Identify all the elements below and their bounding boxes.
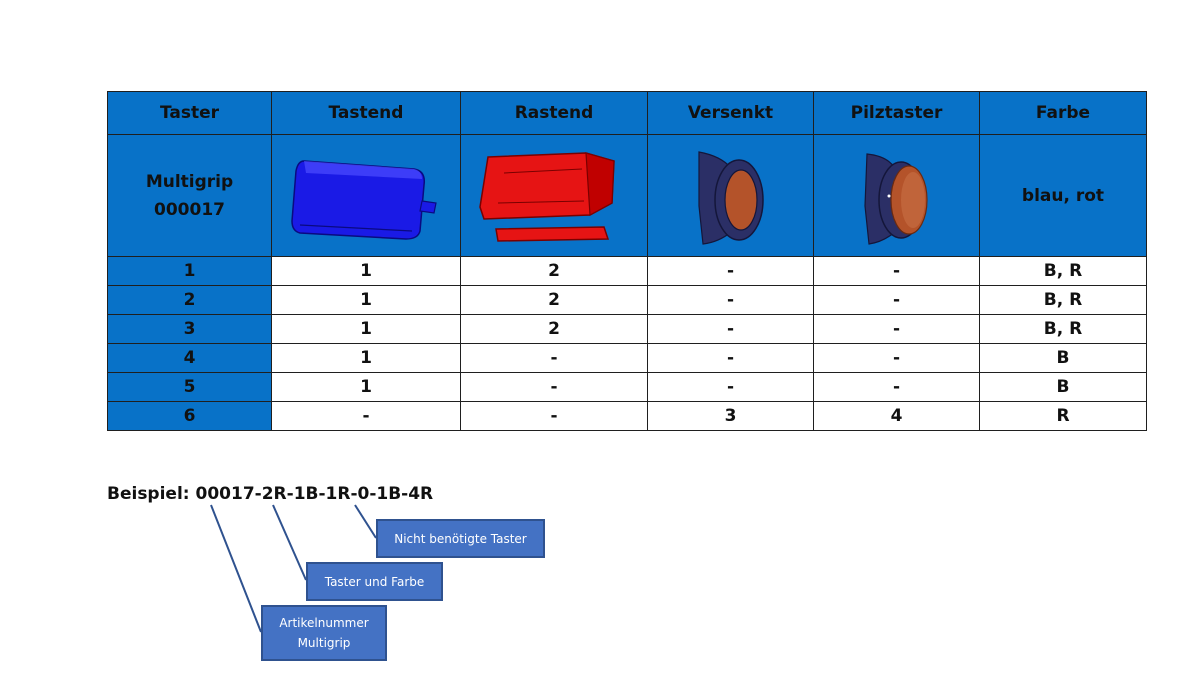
row-3-pilztaster: - bbox=[813, 314, 980, 344]
row-4-rastend: - bbox=[460, 343, 648, 373]
row-6-versenkt: 3 bbox=[647, 401, 814, 431]
row-3-taster: 3 bbox=[107, 314, 272, 344]
callout-not-needed: Nicht benötigte Taster bbox=[376, 519, 545, 558]
pilztaster-image-cell bbox=[813, 134, 980, 257]
header-tastend: Tastend bbox=[271, 91, 461, 135]
header-farbe: Farbe bbox=[979, 91, 1147, 135]
row-3-farbe: B, R bbox=[979, 314, 1147, 344]
header-rastend: Rastend bbox=[460, 91, 648, 135]
header-pilztaster: Pilztaster bbox=[813, 91, 980, 135]
row-2-versenkt: - bbox=[647, 285, 814, 315]
example-article-code: 00017-2R-1B-1R-0-1B-4R bbox=[195, 484, 434, 504]
header-versenkt: Versenkt bbox=[647, 91, 814, 135]
row-5-rastend: - bbox=[460, 372, 648, 402]
row-6-rastend: - bbox=[460, 401, 648, 431]
callout-taster-farbe-text: Taster und Farbe bbox=[324, 574, 425, 589]
row-2-tastend: 1 bbox=[271, 285, 461, 315]
row-4-versenkt: - bbox=[647, 343, 814, 373]
row-4-tastend: 1 bbox=[271, 343, 461, 373]
table-row: 4 1 - - - B bbox=[107, 343, 1147, 373]
row-6-pilztaster: 4 bbox=[813, 401, 980, 431]
mushroom-button-icon bbox=[863, 152, 928, 245]
callout-artikelnummer: Artikelnummer Multigrip bbox=[261, 605, 387, 661]
product-name: Multigrip bbox=[145, 171, 234, 192]
callout-artikel-line2: Multigrip bbox=[297, 636, 351, 650]
row-1-versenkt: - bbox=[647, 256, 814, 286]
tastend-image-cell bbox=[271, 134, 461, 257]
row-5-farbe: B bbox=[979, 372, 1147, 402]
row-4-pilztaster: - bbox=[813, 343, 980, 373]
recessed-button-icon bbox=[697, 150, 764, 245]
table-row: 6 - - 3 4 R bbox=[107, 401, 1147, 431]
row-4-farbe: B bbox=[979, 343, 1147, 373]
row-1-tastend: 1 bbox=[271, 256, 461, 286]
table-row: 1 1 2 - - B, R bbox=[107, 256, 1147, 286]
red-latching-button-icon bbox=[479, 152, 615, 242]
row-3-tastend: 1 bbox=[271, 314, 461, 344]
header-taster: Taster bbox=[107, 91, 272, 135]
table-header-row: Taster Tastend Rastend Versenkt Pilztast… bbox=[107, 91, 1147, 135]
row-1-farbe: B, R bbox=[979, 256, 1147, 286]
row-1-rastend: 2 bbox=[460, 256, 648, 286]
row-5-tastend: 1 bbox=[271, 372, 461, 402]
row-1-pilztaster: - bbox=[813, 256, 980, 286]
blue-push-button-icon bbox=[291, 159, 437, 240]
example-label: Beispiel: bbox=[107, 484, 196, 504]
rastend-image-cell bbox=[460, 134, 648, 257]
row-6-farbe: R bbox=[979, 401, 1147, 431]
row-1-taster: 1 bbox=[107, 256, 272, 286]
connector-taster-farbe bbox=[272, 504, 307, 581]
row-2-taster: 2 bbox=[107, 285, 272, 315]
row-5-taster: 5 bbox=[107, 372, 272, 402]
example-code: Beispiel: 00017-2R-1B-1R-0-1B-4R bbox=[107, 484, 433, 504]
row-3-versenkt: - bbox=[647, 314, 814, 344]
row-3-rastend: 2 bbox=[460, 314, 648, 344]
row-5-versenkt: - bbox=[647, 372, 814, 402]
table-row: 2 1 2 - - B, R bbox=[107, 285, 1147, 315]
connector-not-needed bbox=[354, 504, 377, 539]
callout-taster-farbe: Taster und Farbe bbox=[306, 562, 443, 601]
row-4-taster: 4 bbox=[107, 343, 272, 373]
row-2-pilztaster: - bbox=[813, 285, 980, 315]
farbe-summary-cell: blau, rot bbox=[979, 134, 1147, 257]
product-number: 000017 bbox=[154, 199, 225, 220]
row-6-tastend: - bbox=[271, 401, 461, 431]
button-configuration-table: Taster Tastend Rastend Versenkt Pilztast… bbox=[107, 91, 1147, 431]
connector-artikelnummer bbox=[210, 504, 262, 633]
callout-not-needed-text: Nicht benötigte Taster bbox=[394, 531, 527, 546]
table-image-row: Multigrip 000017 bbox=[107, 134, 1147, 257]
versenkt-image-cell bbox=[647, 134, 814, 257]
row-5-pilztaster: - bbox=[813, 372, 980, 402]
callout-artikel-line1: Artikelnummer bbox=[279, 616, 369, 630]
row-2-farbe: B, R bbox=[979, 285, 1147, 315]
row-2-rastend: 2 bbox=[460, 285, 648, 315]
table-row: 5 1 - - - B bbox=[107, 372, 1147, 402]
row-6-taster: 6 bbox=[107, 401, 272, 431]
product-label-cell: Multigrip 000017 bbox=[107, 134, 272, 257]
table-row: 3 1 2 - - B, R bbox=[107, 314, 1147, 344]
